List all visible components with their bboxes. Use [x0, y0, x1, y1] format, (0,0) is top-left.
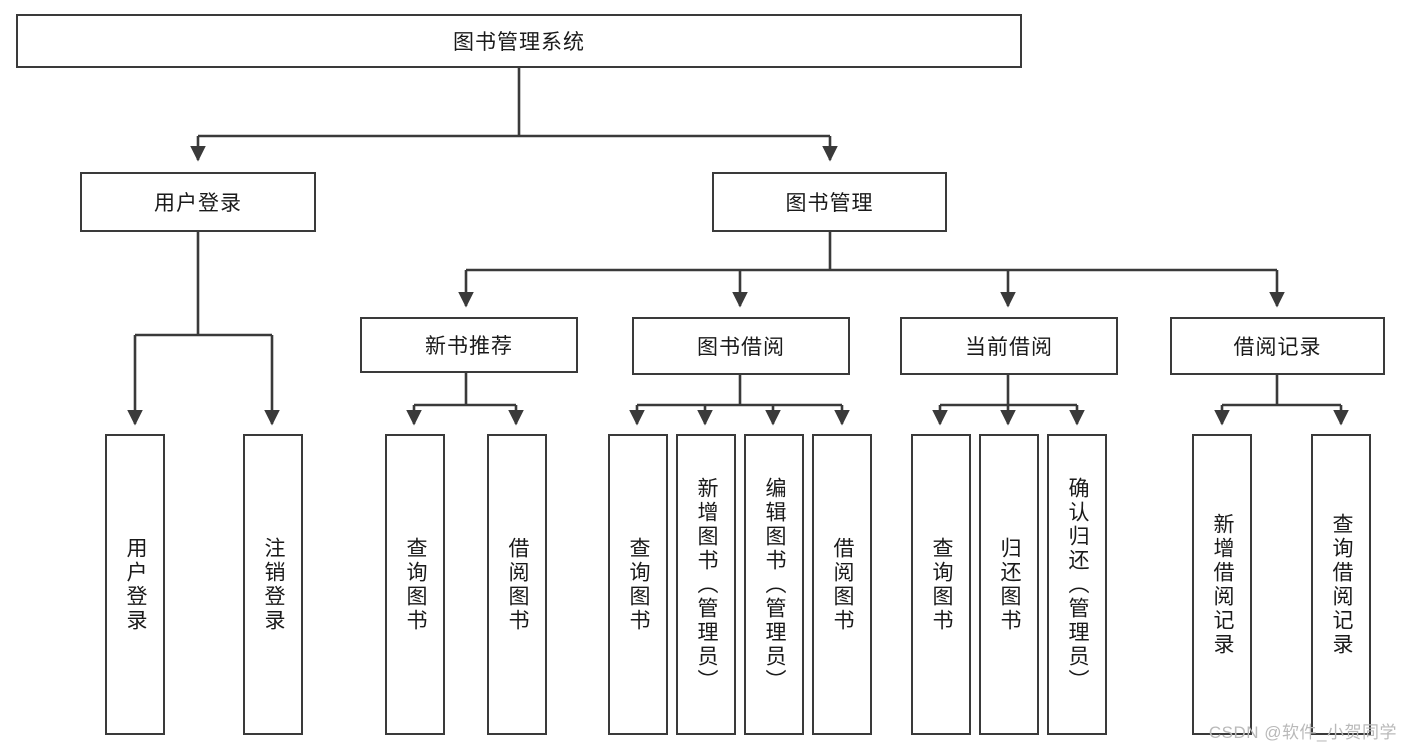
csdn-watermark: CSDN @软件_小贺同学: [1208, 723, 1397, 742]
leaf-record-query-record[interactable]: 查询借阅记录: [1311, 434, 1371, 735]
node-root-system[interactable]: 图书管理系统: [16, 14, 1022, 68]
node-new-book-recommend[interactable]: 新书推荐: [360, 317, 578, 373]
leaf-current-query-book[interactable]: 查询图书: [911, 434, 971, 735]
leaf-borrow-edit-book-admin[interactable]: 编辑图书（管理员）: [744, 434, 804, 735]
leaf-borrow-borrow-book[interactable]: 借阅图书: [812, 434, 872, 735]
leaf-current-confirm-return-admin[interactable]: 确认归还（管理员）: [1047, 434, 1107, 735]
node-book-management[interactable]: 图书管理: [712, 172, 947, 232]
node-book-borrow[interactable]: 图书借阅: [632, 317, 850, 375]
leaf-user-login-logout[interactable]: 注销登录: [243, 434, 303, 735]
node-current-borrow[interactable]: 当前借阅: [900, 317, 1118, 375]
leaf-current-return-book[interactable]: 归还图书: [979, 434, 1039, 735]
leaf-record-add-record[interactable]: 新增借阅记录: [1192, 434, 1252, 735]
leaf-recommend-borrow-book[interactable]: 借阅图书: [487, 434, 547, 735]
leaf-borrow-query-book[interactable]: 查询图书: [608, 434, 668, 735]
node-user-login[interactable]: 用户登录: [80, 172, 316, 232]
leaf-recommend-query-book[interactable]: 查询图书: [385, 434, 445, 735]
leaf-user-login-login[interactable]: 用户登录: [105, 434, 165, 735]
leaf-borrow-add-book-admin[interactable]: 新增图书（管理员）: [676, 434, 736, 735]
node-borrow-record[interactable]: 借阅记录: [1170, 317, 1385, 375]
